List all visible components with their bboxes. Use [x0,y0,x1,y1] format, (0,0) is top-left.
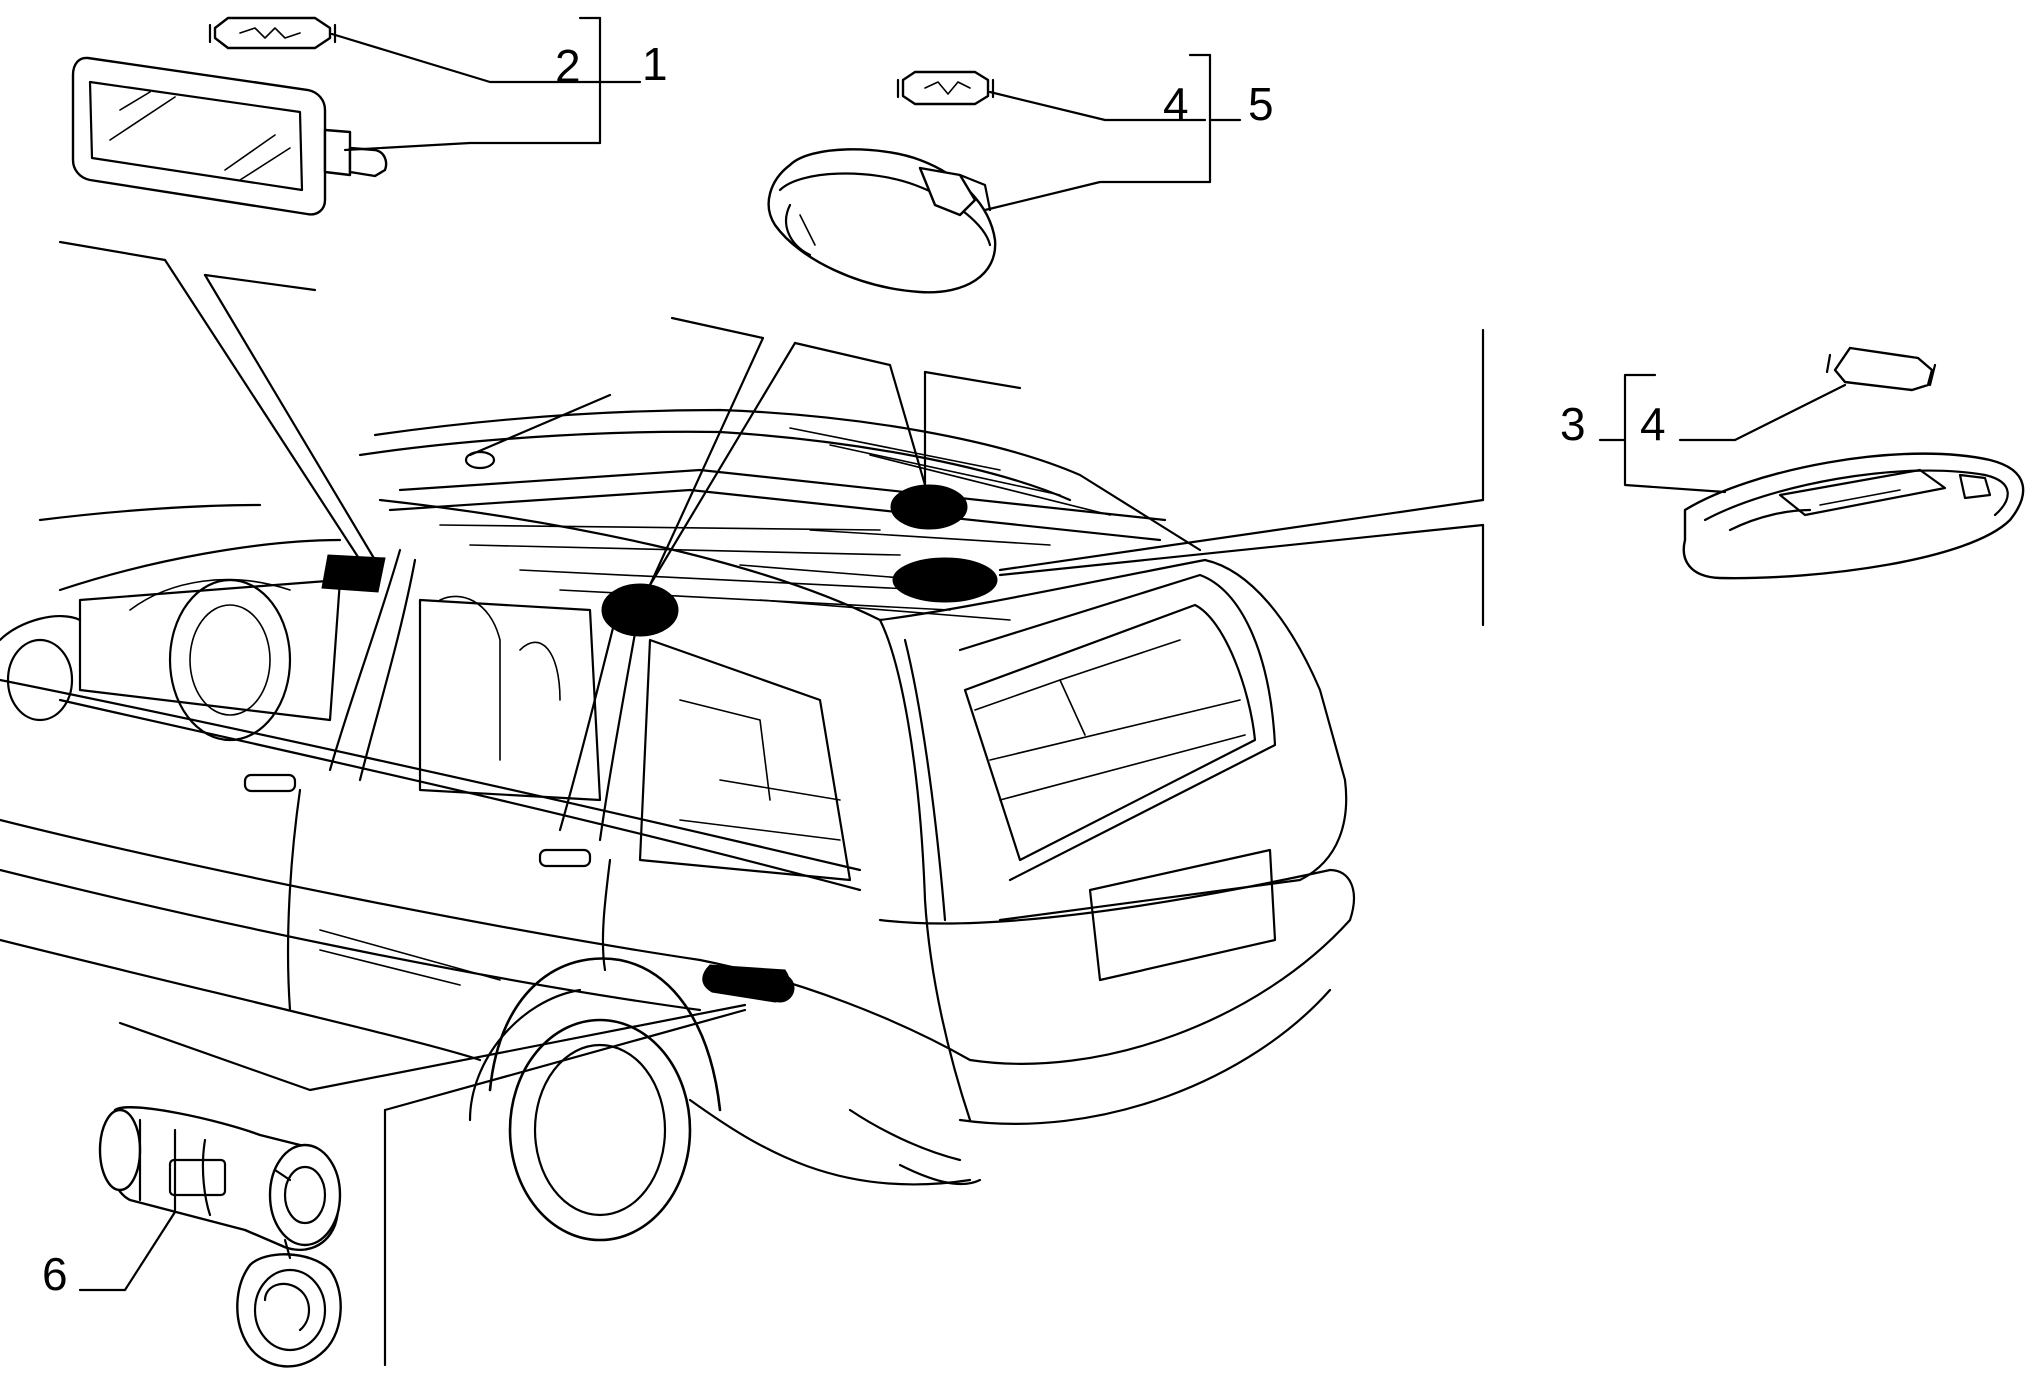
station-wagon-car [0,393,1355,1242]
power-socket-6-icon [78,1106,342,1368]
front-lamp-location-marker [321,554,386,593]
callout-4-upper: 4 [1163,78,1189,130]
roof-lamp-location-marker-lower [892,557,998,603]
lamp-unit-5-icon [767,148,997,294]
callout-5: 5 [1248,78,1274,130]
front-courtesy-lamp-group [71,16,642,216]
callout-6: 6 [42,1248,68,1300]
bulb-4-lower-icon [1825,346,1937,392]
lamp-unit-1-icon [71,56,388,216]
callout-4-lower: 4 [1640,398,1666,450]
bulb-2-icon [208,16,337,50]
bulb-4-upper-icon [896,70,995,106]
center-lamp-location-marker [601,583,679,637]
lamp-unit-3-icon [1682,452,2025,580]
callout-1: 1 [642,38,668,90]
center-courtesy-lamp-group [767,53,1242,294]
leader-lines [58,240,1485,1367]
location-markers [321,484,998,1003]
callout-labels: 1 2 4 5 3 4 6 [42,38,1666,1300]
roof-lamp-location-marker-upper [890,484,968,530]
rear-courtesy-lamp-group [1598,346,2025,580]
callout-2: 2 [555,40,581,92]
callout-3: 3 [1560,398,1586,450]
